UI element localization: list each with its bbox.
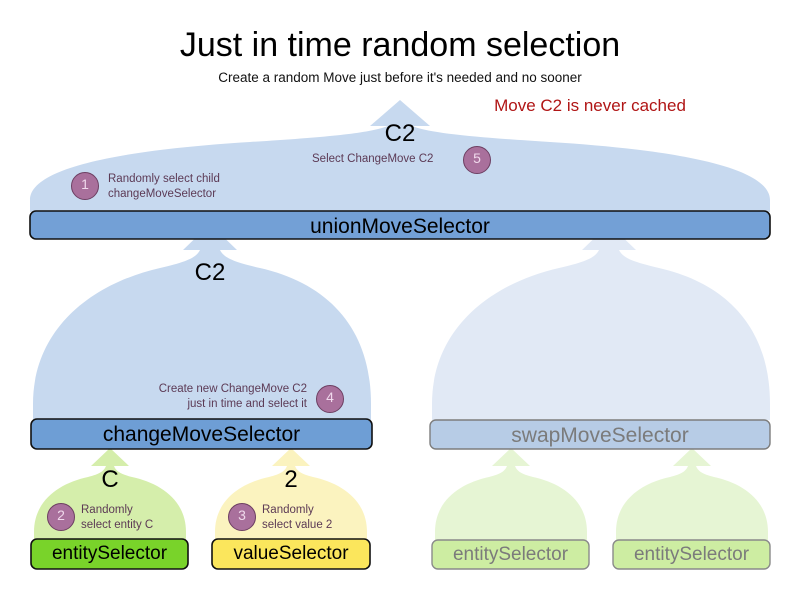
union-bell-shape: [30, 100, 770, 212]
step-2-line-1: Randomly: [81, 504, 133, 516]
page-title: Just in time random selection: [179, 26, 621, 64]
change-bell-shape: [33, 224, 371, 420]
step-1-line-1: Randomly select child: [108, 173, 220, 185]
union-flow-letter: C2: [384, 120, 416, 147]
swap-entity-left-bar-label: entitySelector: [452, 544, 569, 565]
entity-flow-letter: C: [101, 466, 119, 493]
step-3-line-1: Randomly: [262, 504, 314, 516]
step-badge-3: 3: [228, 503, 256, 531]
swap-bell-shape: [432, 224, 770, 420]
entity-selector-bar[interactable]: [30, 538, 189, 570]
step-badge-1: 1: [71, 172, 99, 200]
step-2-line-2: select entity C: [81, 519, 154, 531]
change-bar[interactable]: [30, 418, 373, 450]
entity-selector-bar-label: entitySelector: [51, 543, 168, 564]
step-3-line-2: select value 2: [262, 519, 333, 531]
step-badge-2: 2: [47, 503, 75, 531]
value-selector-bar-label: valueSelector: [233, 543, 349, 564]
page-subtitle: Create a random Move just before it's ne…: [218, 70, 582, 85]
step-badge-4: 4: [316, 385, 344, 413]
step-badge-5: 5: [463, 146, 491, 174]
step-4-line-1: Create new ChangeMove C2: [158, 383, 307, 395]
swap-entity-right-bar[interactable]: [612, 539, 771, 570]
step-5-line-1: Select ChangeMove C2: [312, 153, 434, 165]
never-cached-note: Move C2 is never cached: [494, 96, 686, 115]
swap-bar-label: swapMoveSelector: [511, 424, 689, 447]
swap-entity-right-bar-label: entitySelector: [633, 544, 750, 565]
change-flow-letter: C2: [194, 259, 226, 286]
swap-entity-left-bar[interactable]: [431, 539, 590, 570]
step-1-line-2: changeMoveSelector: [108, 188, 217, 200]
swap-bar[interactable]: [429, 419, 771, 450]
union-bar[interactable]: [29, 210, 771, 240]
value-selector-bar[interactable]: [211, 538, 371, 570]
change-bar-label: changeMoveSelector: [102, 423, 301, 446]
swap-entity-right-bell-shape: [616, 448, 768, 540]
union-bar-label: unionMoveSelector: [310, 215, 490, 238]
swap-entity-left-bell-shape: [435, 448, 587, 540]
value-flow-letter: 2: [284, 466, 298, 493]
step-4-line-2: just in time and select it: [187, 398, 307, 410]
